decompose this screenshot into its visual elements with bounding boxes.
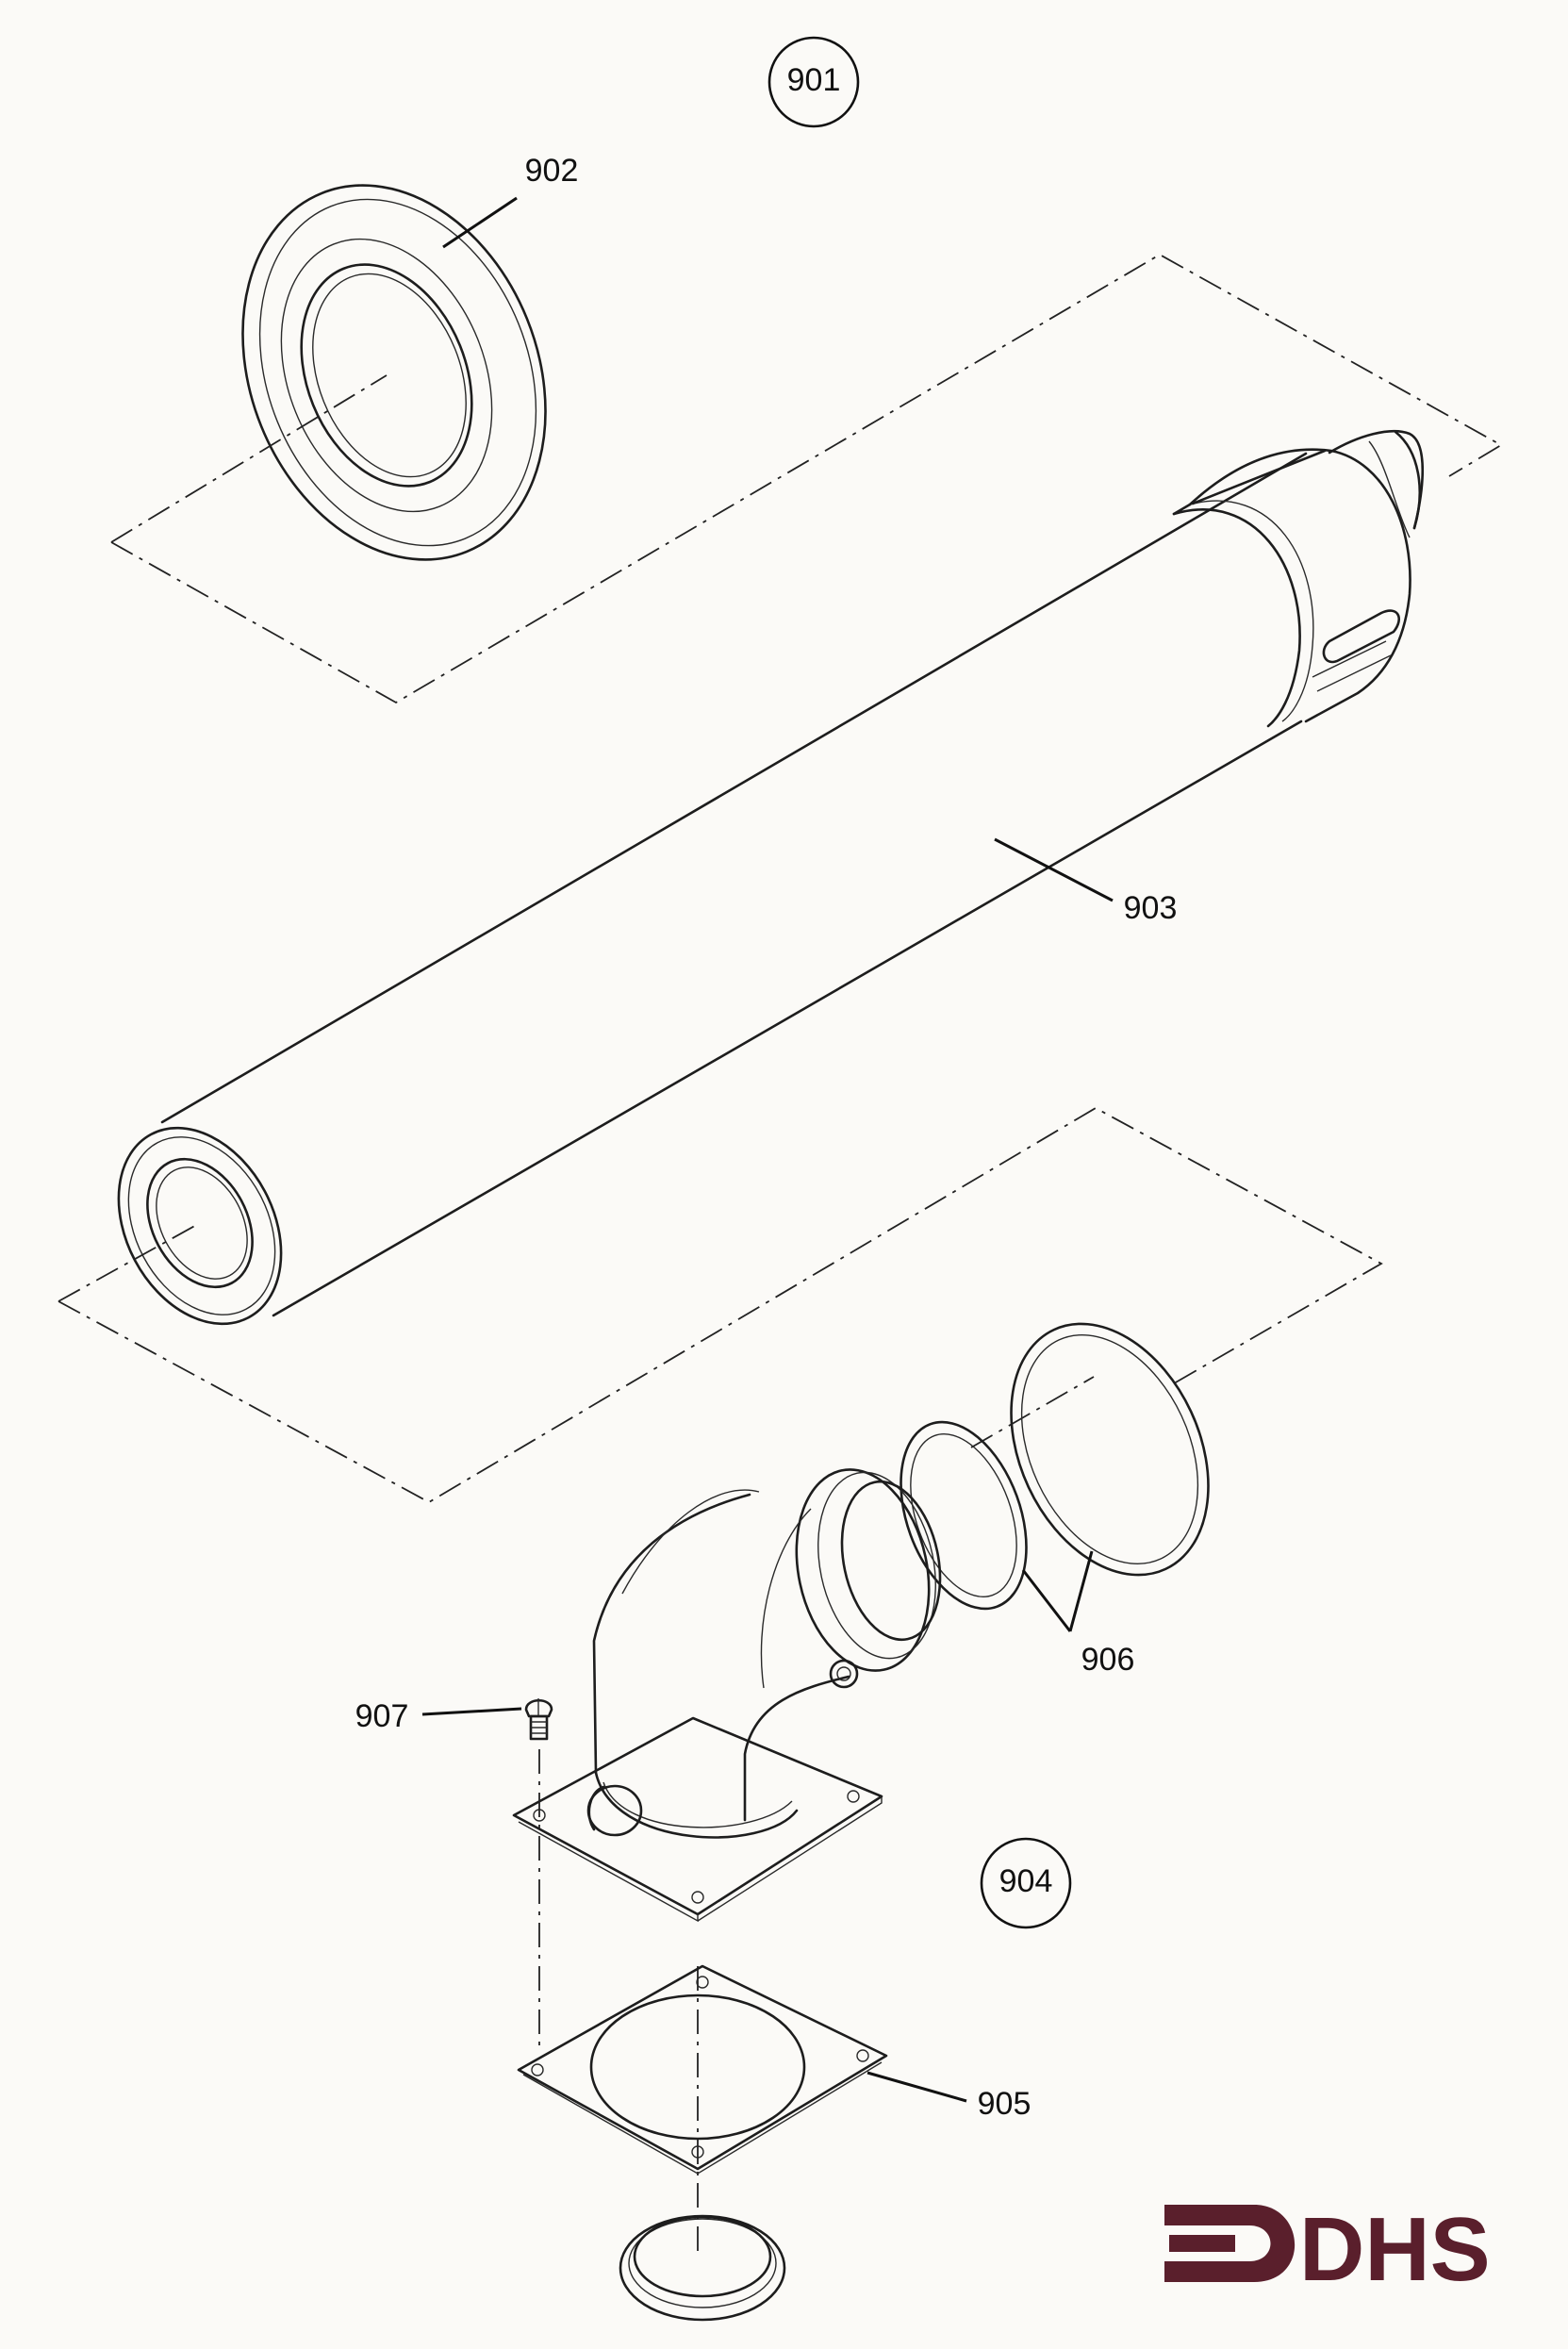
dhs-logo-mark bbox=[1164, 2205, 1296, 2282]
callout-902: 902 bbox=[442, 153, 579, 249]
callout-901-label: 901 bbox=[787, 62, 841, 98]
assembly-guide-upper bbox=[110, 253, 1503, 704]
callout-904: 904 bbox=[980, 1837, 1072, 1929]
seal-rings-906 bbox=[900, 1322, 1210, 1611]
callout-903-label: 903 bbox=[1124, 890, 1178, 926]
concentric-flue-pipe-903 bbox=[117, 429, 1424, 1326]
callout-906-label: 906 bbox=[1081, 1642, 1135, 1678]
wall-rosette-902 bbox=[241, 184, 547, 561]
callout-907: 907 bbox=[355, 1698, 522, 1734]
assembly-guide-lower bbox=[58, 1106, 1383, 1504]
bottom-seal-ring bbox=[619, 2214, 786, 2322]
dhs-logo-text: DHS bbox=[1299, 2199, 1491, 2300]
callout-904-label: 904 bbox=[999, 1863, 1053, 1899]
callout-906: 906 bbox=[1021, 1550, 1135, 1678]
callout-903: 903 bbox=[994, 837, 1178, 926]
callout-905: 905 bbox=[867, 2071, 1032, 2122]
callout-907-label: 907 bbox=[355, 1698, 409, 1734]
dhs-logo: DHS bbox=[1164, 2199, 1491, 2300]
callout-901: 901 bbox=[767, 36, 860, 128]
callout-905-label: 905 bbox=[978, 2086, 1032, 2122]
screw-907 bbox=[524, 1698, 553, 1741]
gasket-905 bbox=[517, 1964, 888, 2175]
callout-902-label: 902 bbox=[525, 153, 579, 189]
elbow-904 bbox=[512, 1468, 942, 1923]
